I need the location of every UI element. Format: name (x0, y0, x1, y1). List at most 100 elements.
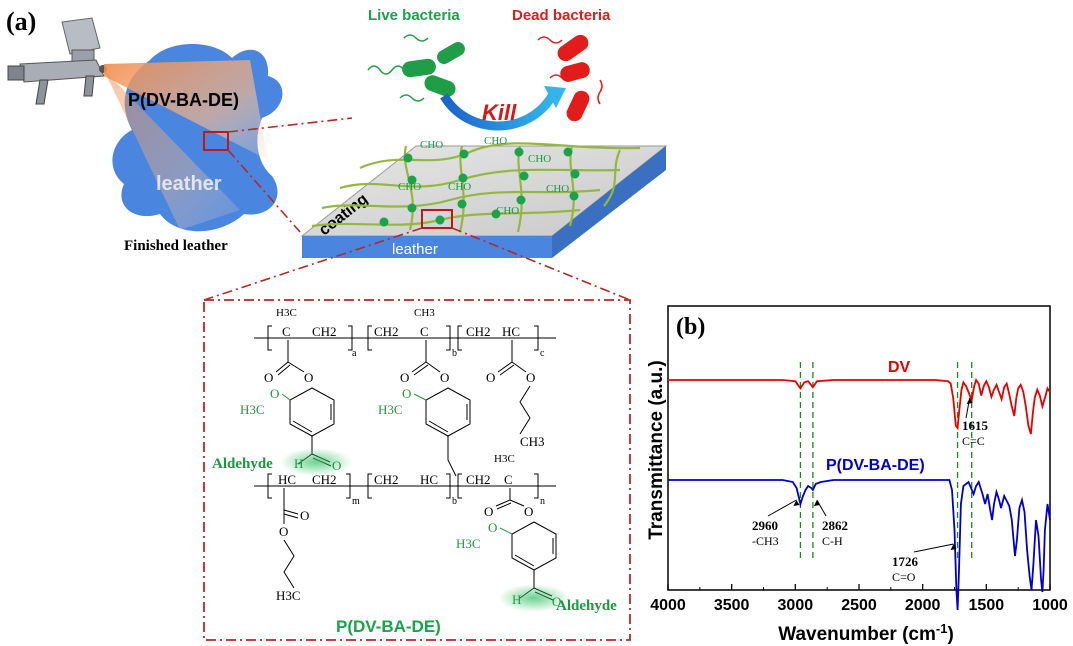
annotation-wavenumber: 2862 (822, 518, 848, 533)
atom-ch2: CH2 (312, 324, 337, 339)
chart-plot-area (667, 305, 1051, 591)
network-nodes (379, 147, 580, 227)
aldehyde-label-2: Aldehyde (556, 598, 617, 614)
atom-o: O (264, 370, 273, 385)
annotation-arrow (913, 543, 954, 553)
chart-ylabel: Transmittance (a.u.) (646, 360, 667, 540)
atom-o: O (300, 508, 309, 523)
methoxy-o: O (488, 520, 497, 535)
callout-line-hide (227, 117, 353, 133)
annotation-group: C-H (822, 534, 843, 548)
hide-leather-text: leather (156, 173, 222, 195)
kill-arrow (440, 93, 556, 131)
series-line-0 (668, 378, 1051, 435)
chart-xlabel: Wavenumber (cm-1) (778, 621, 954, 645)
panel-a-label: (a) (6, 7, 36, 36)
atom-h3c: H3C (276, 588, 301, 603)
annotation-wavenumber: 2960 (752, 518, 778, 533)
callout-line-slab-left (203, 227, 423, 301)
cho-label: CHO (528, 153, 551, 165)
structure-name: P(DV-BA-DE) (336, 617, 441, 636)
annotation-wavenumber: 1615 (962, 418, 989, 433)
methoxy-h3c: H3C (378, 402, 403, 417)
annotation-arrowhead (813, 500, 820, 506)
atom-ch2: CH2 (466, 324, 491, 339)
functional-groups: O H3C O H3C O H3C (240, 386, 513, 551)
aldehyde-label-1: Aldehyde (212, 456, 273, 472)
selection-box-hide (203, 131, 229, 151)
cho-label: CHO (398, 181, 421, 193)
cho-label: CHO (484, 135, 507, 147)
coating-name-label: P(DV-BA-DE) (128, 90, 239, 110)
kill-label: Kill (482, 100, 517, 125)
live-bacteria-label: Live bacteria (368, 7, 460, 24)
subscript-n: n (540, 496, 545, 507)
atom-hc: HC (278, 472, 296, 487)
callout-line-slab-right (451, 227, 631, 301)
atom-o: O (304, 370, 313, 385)
atom-ch2: CH2 (374, 324, 399, 339)
dead-bacteria-icon (537, 34, 603, 122)
coated-leather-slab (300, 145, 668, 258)
cho-label: CHO (448, 181, 471, 193)
atom-c: C (504, 472, 513, 487)
finished-leather-label: Finished leather (124, 238, 228, 254)
subscript-b: b (452, 348, 457, 359)
selection-box-slab (421, 209, 453, 229)
atom-o: O (526, 370, 535, 385)
atom-c: C (420, 324, 429, 339)
series-label-0: DV (888, 359, 911, 376)
aldehyde-glow-1 (280, 448, 352, 476)
atom-ch3: CH3 (414, 307, 435, 319)
x-tick-label: 1500 (969, 597, 1005, 614)
methoxy-o: O (270, 386, 279, 401)
cho-label: CHO (420, 139, 443, 151)
subscript-b: b (452, 496, 457, 507)
atom-ch3: CH3 (520, 434, 545, 449)
aldehyde-h: H (294, 456, 303, 471)
atom-h3c: H3C (276, 307, 297, 319)
structure-box (203, 299, 631, 641)
atom-o: O (486, 370, 495, 385)
subscript-c: c (540, 348, 545, 359)
x-tick-label: 4000 (650, 597, 686, 614)
atom-h3c: H3C (494, 453, 515, 465)
aldehyde-glow-2 (498, 584, 570, 612)
atom-c: C (282, 324, 291, 339)
panel-a: (a) P(DV-BA-DE) leather Finished leather (6, 7, 668, 641)
annotation-wavenumber: 1726 (892, 554, 919, 569)
atom-o: O (440, 370, 449, 385)
annotation-group: C=C (962, 434, 985, 448)
live-bacteria-icon (367, 34, 465, 102)
dead-bacteria-label: Dead bacteria (512, 7, 611, 24)
x-tick-label: 1000 (1032, 597, 1068, 614)
panel-b-label: (b) (676, 314, 705, 340)
x-tick-label: 2500 (841, 597, 877, 614)
atom-ch2: CH2 (466, 472, 491, 487)
cho-groups: CHO CHO CHO CHO CHO CHO CHO (398, 135, 569, 217)
annotation-arrow (767, 499, 797, 517)
aldehyde-o: O (552, 594, 561, 609)
atom-o: O (484, 504, 493, 519)
annotation-group: -CH3 (752, 534, 779, 548)
atom-o: O (524, 504, 533, 519)
aldehyde-o: O (332, 458, 341, 473)
atom-hc: HC (420, 472, 438, 487)
subscript-m: m (352, 496, 360, 507)
atom-ch2: CH2 (374, 472, 399, 487)
subscript-a: a (352, 348, 357, 359)
slab-leather-label: leather (392, 241, 438, 258)
atom-o: O (279, 524, 288, 539)
annotation-arrowhead (793, 500, 800, 506)
methoxy-h3c: H3C (456, 536, 481, 551)
annotation-arrowhead (966, 398, 973, 404)
atom-o: O (400, 370, 409, 385)
x-tick-label: 2000 (905, 597, 941, 614)
atom-hc: HC (502, 324, 520, 339)
methoxy-o: O (402, 386, 411, 401)
series-line-1 (668, 479, 1051, 611)
aldehyde-h: H (512, 592, 521, 607)
spray-gun-icon (7, 17, 107, 105)
